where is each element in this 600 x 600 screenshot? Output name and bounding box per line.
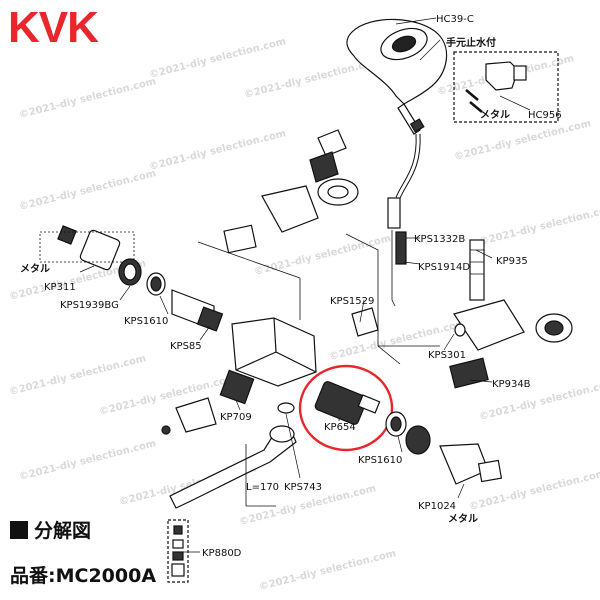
kp934b-part bbox=[449, 357, 489, 389]
label-metal-kp311: メタル bbox=[20, 263, 50, 275]
label-kp311: KP311 bbox=[44, 282, 76, 293]
label-hc956: HC956 bbox=[528, 110, 562, 121]
kps743-ring bbox=[277, 402, 295, 414]
top-knob bbox=[317, 129, 347, 157]
hook-screws bbox=[465, 89, 483, 113]
section-title-text: 分解図 bbox=[34, 520, 92, 542]
hook-screw bbox=[513, 65, 527, 81]
kp311-screw bbox=[57, 225, 77, 245]
label-kp1024: KP1024 bbox=[418, 501, 456, 512]
kp1024-screw bbox=[477, 459, 503, 483]
hook-part bbox=[485, 61, 519, 91]
label-kps743: KPS743 bbox=[284, 482, 322, 493]
label-kp654: KP654 bbox=[324, 422, 356, 433]
hose-sleeve bbox=[387, 197, 401, 229]
hc956-box bbox=[453, 51, 559, 123]
length-line bbox=[245, 444, 276, 507]
watermark-15: ©2021-diy selection.com bbox=[18, 438, 157, 483]
label-kps1529: KPS1529 bbox=[330, 296, 374, 307]
kp654-cartridge bbox=[314, 381, 368, 425]
shower-nozzle-dots bbox=[391, 35, 417, 53]
shower-head bbox=[346, 18, 448, 105]
watermark-1: ©2021-diy selection.com bbox=[148, 36, 287, 81]
spout bbox=[169, 427, 297, 509]
label-metal-kp1024: メタル bbox=[448, 513, 478, 525]
model-number: 品番:MC2000A bbox=[10, 565, 157, 587]
left-knob bbox=[175, 397, 217, 433]
label-hc39c: HC39-C bbox=[436, 14, 474, 25]
top-spring bbox=[309, 151, 339, 183]
label-length: L=170 bbox=[246, 482, 279, 493]
label-kps1914d: KPS1914D bbox=[418, 262, 470, 273]
label-kp880d: KP880D bbox=[202, 548, 242, 559]
watermark-13: ©2021-diy selection.com bbox=[98, 373, 237, 418]
watermark-8: ©2021-diy selection.com bbox=[253, 233, 392, 278]
label-kps1610-right: KPS1610 bbox=[358, 455, 402, 466]
watermark-5: ©2021-diy selection.com bbox=[148, 128, 287, 173]
kp880d-piece1 bbox=[173, 525, 183, 535]
kp880d-piece3 bbox=[172, 551, 184, 561]
kvk-logo: KVK bbox=[8, 3, 99, 52]
kp935-part bbox=[469, 239, 485, 301]
kp654-highlight bbox=[298, 364, 394, 452]
section-title: 分解図 bbox=[10, 521, 91, 541]
shower-face bbox=[380, 27, 428, 61]
top-flange bbox=[317, 178, 359, 206]
kp880d-piece4 bbox=[171, 563, 185, 577]
top-flange-hole bbox=[327, 185, 349, 199]
kp1024-cap bbox=[405, 425, 431, 455]
watermark-9: ©2021-diy selection.com bbox=[478, 203, 600, 248]
upper-body bbox=[261, 185, 319, 233]
kp709-part bbox=[219, 369, 255, 405]
kp311-handle bbox=[79, 229, 121, 271]
label-kp934b: KP934B bbox=[492, 379, 531, 390]
kps301-ring bbox=[454, 323, 466, 337]
label-kp935: KP935 bbox=[496, 256, 528, 267]
watermark-12: ©2021-diy selection.com bbox=[8, 353, 147, 398]
line-art bbox=[39, 17, 573, 583]
label-kps85: KPS85 bbox=[170, 341, 202, 352]
watermark-19: ©2021-diy selection.com bbox=[258, 548, 397, 593]
label-hand-stop: 手元止水付 bbox=[446, 36, 496, 49]
square-bullet-icon bbox=[10, 521, 28, 539]
label-kps1610-left: KPS1610 bbox=[124, 316, 168, 327]
label-kps1332b: KPS1332B bbox=[414, 234, 465, 245]
watermark-6: ©2021-diy selection.com bbox=[453, 118, 592, 163]
kps1529-part bbox=[351, 307, 379, 337]
kp880d-piece2 bbox=[172, 539, 184, 549]
label-metal-hc956: メタル bbox=[480, 109, 510, 121]
label-kps1939bg: KPS1939BG bbox=[60, 300, 119, 311]
elbow-fitting bbox=[453, 299, 525, 351]
watermark-4: ©2021-diy selection.com bbox=[18, 76, 157, 121]
label-kps301: KPS301 bbox=[428, 350, 466, 361]
shower-nut bbox=[409, 118, 425, 133]
kps1914d-part bbox=[395, 231, 407, 265]
assembly-lines bbox=[197, 233, 440, 365]
label-kp709: KP709 bbox=[220, 412, 252, 423]
kp880d-box bbox=[167, 519, 189, 583]
left-screw bbox=[161, 425, 171, 435]
watermark-7: ©2021-diy selection.com bbox=[18, 168, 157, 213]
part-labels: HC39-C 手元止水付 メタル HC956 KPS1332B KPS1914D… bbox=[20, 14, 562, 559]
upper-cartridge bbox=[223, 224, 257, 254]
leader-lines bbox=[79, 17, 531, 553]
